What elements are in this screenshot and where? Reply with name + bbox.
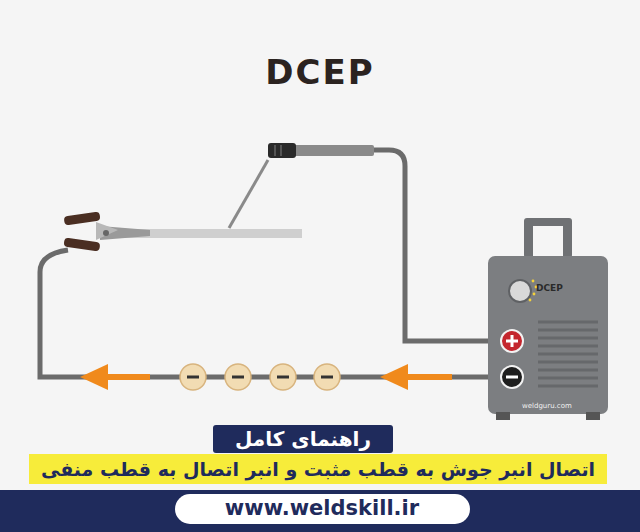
electron-symbol (180, 364, 340, 390)
heading-banner: راهنمای کامل (213, 425, 393, 453)
subtitle-band-text: اتصال انبر جوش به قطب مثبت و انبر اتصال … (41, 458, 595, 481)
machine-body (488, 256, 608, 420)
diagram-title: DCEP (0, 52, 640, 92)
heading-banner-text: راهنمای کامل (235, 427, 371, 451)
subtitle-band: اتصال انبر جوش به قطب مثبت و انبر اتصال … (29, 454, 607, 484)
url-pill-text: www.weldskill.ir (225, 496, 419, 521)
positive-cable (372, 150, 505, 341)
electrode-rod (229, 160, 268, 228)
brand-label: weldguru.com (522, 403, 572, 410)
machine-mode-label: DCEP (536, 284, 563, 293)
current-arrow (80, 364, 452, 390)
url-pill: www.weldskill.ir (175, 494, 470, 524)
welding-machine: DCEP weldguru.com (488, 256, 608, 420)
machine-handle (524, 218, 572, 258)
ground-clamp (63, 212, 150, 252)
electrode-holder (268, 143, 374, 158)
footer-band (0, 490, 640, 532)
negative-cable (40, 250, 505, 377)
